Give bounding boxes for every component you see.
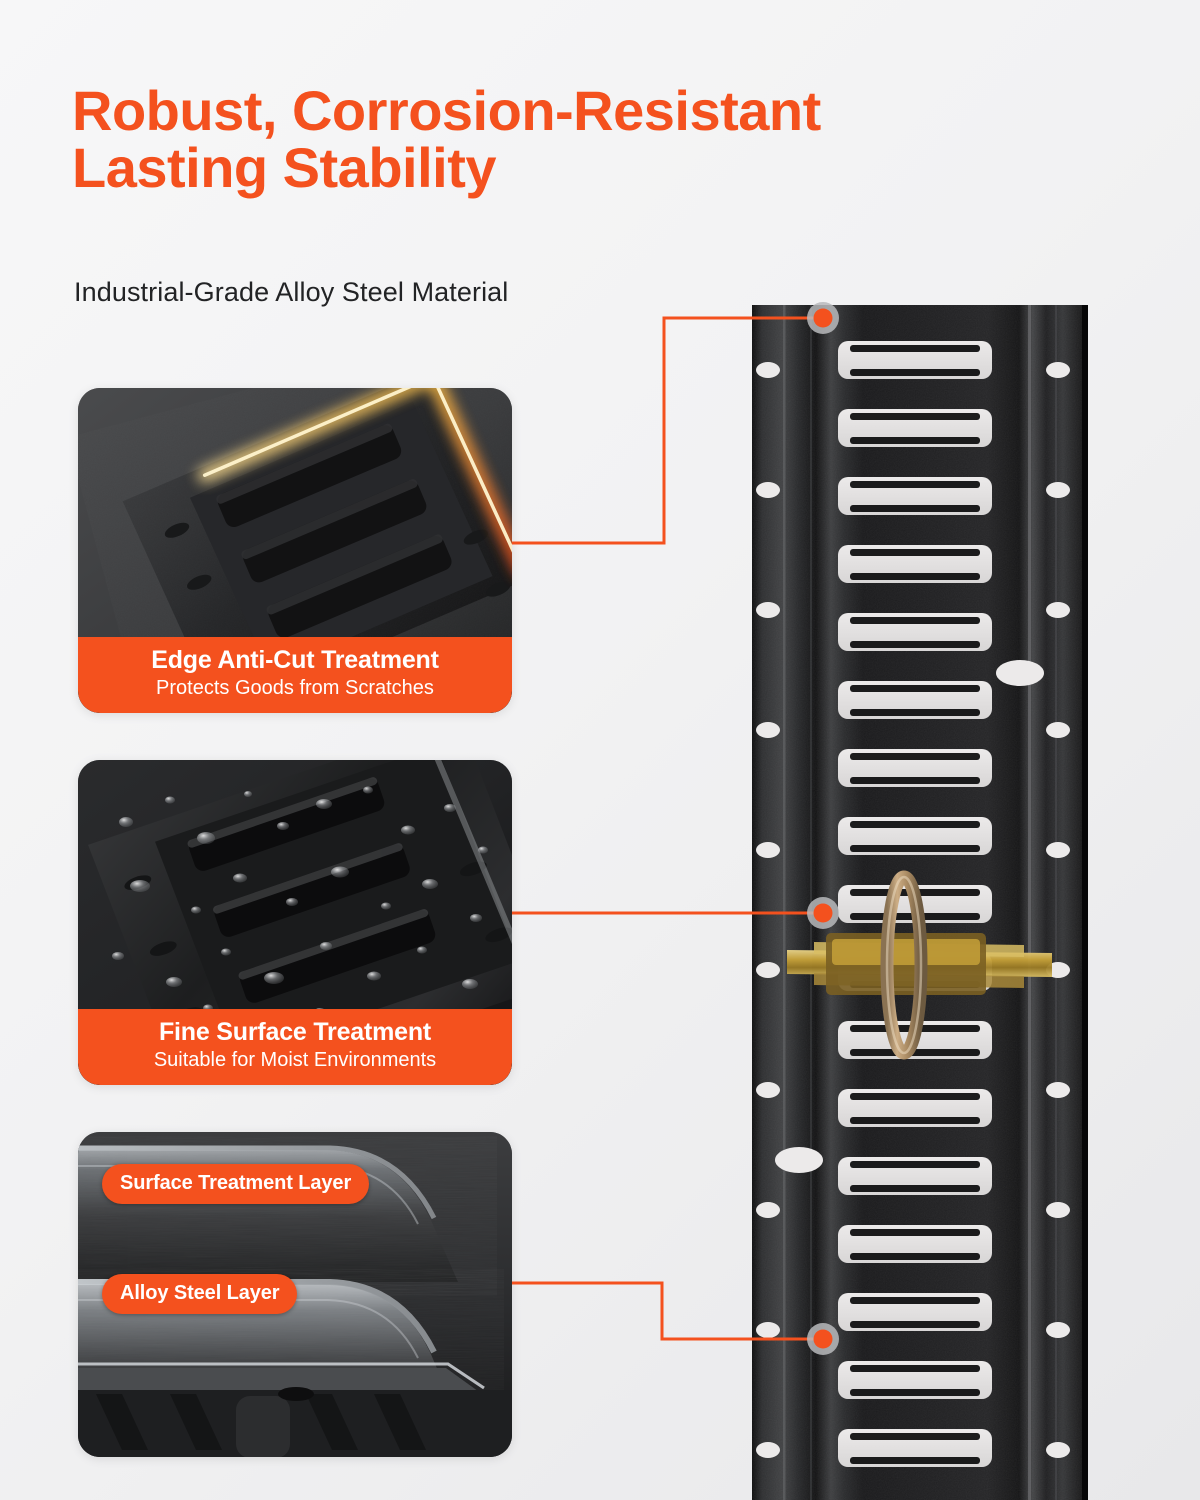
feature-caption-edge: Edge Anti-Cut Treatment Protects Goods f… [78, 637, 512, 713]
feature-caption-surface: Fine Surface Treatment Suitable for Mois… [78, 1009, 512, 1085]
feature-subtitle-edge: Protects Goods from Scratches [156, 677, 434, 699]
feature-title-surface: Fine Surface Treatment [158, 1018, 432, 1046]
feature-card-photo-layers [78, 1132, 512, 1457]
hero-product-image [752, 305, 1088, 1500]
tie-down-fitting [787, 870, 1052, 1060]
material-layers-art [78, 1132, 512, 1457]
feature-card-fine-surface[interactable]: Fine Surface Treatment Suitable for Mois… [78, 760, 512, 1085]
feature-subtitle-surface: Suitable for Moist Environments [153, 1049, 437, 1071]
layer-pill-surface-treatment: Surface Treatment Layer [102, 1164, 370, 1204]
hero-rail-art [752, 305, 1088, 1500]
page-headline: Robust, Corrosion-Resistant Lasting Stab… [72, 79, 821, 200]
feature-card-material-layers[interactable]: Surface Treatment Layer Alloy Steel Laye… [78, 1132, 512, 1457]
layer-pill-alloy-steel: Alloy Steel Layer [102, 1274, 298, 1314]
feature-card-edge-anti-cut[interactable]: Edge Anti-Cut Treatment Protects Goods f… [78, 388, 512, 713]
page-subheadline: Industrial-Grade Alloy Steel Material [74, 277, 509, 307]
feature-title-edge: Edge Anti-Cut Treatment [151, 646, 439, 674]
